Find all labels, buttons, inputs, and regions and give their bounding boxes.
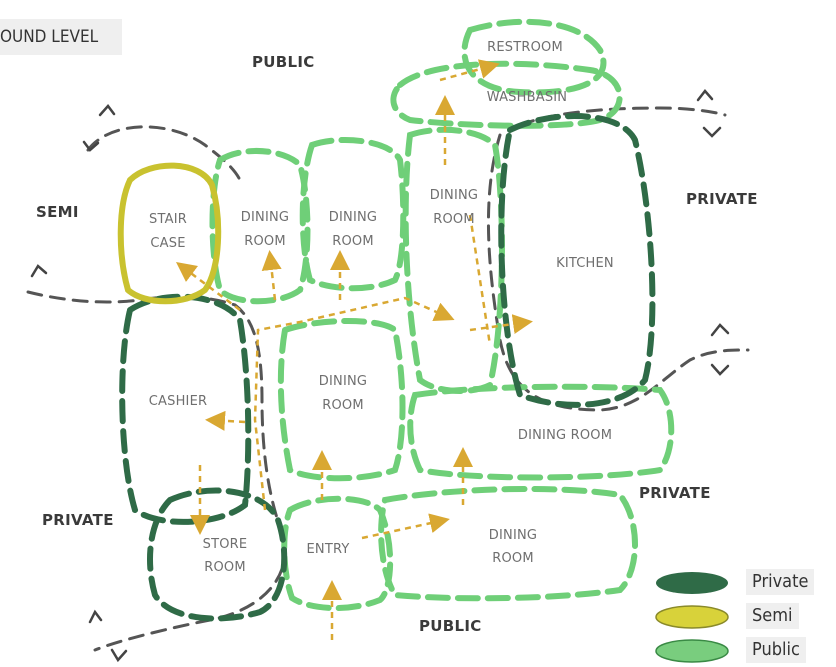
caret-down-icon xyxy=(702,126,722,138)
store-room-bubble xyxy=(147,487,288,622)
room-label-dining-bottom-line1: DINING xyxy=(488,528,538,543)
room-label-kitchen: KITCHEN xyxy=(556,256,614,271)
circulation-path-top-left xyxy=(86,125,242,182)
legend-swatch-private xyxy=(656,572,728,594)
flow-arrow xyxy=(468,214,492,346)
zone-label-public-top: PUBLIC xyxy=(252,53,315,71)
dining-bottom-bubble xyxy=(378,486,638,602)
room-label-store-line2: ROOM xyxy=(204,560,246,575)
flow-arrow xyxy=(469,314,533,334)
room-label-dining2-line1: DINING xyxy=(328,210,378,225)
dining3-bubble xyxy=(402,126,505,394)
room-label-washbasin: WASHBASIN xyxy=(486,90,568,105)
kitchen-bubble xyxy=(498,113,656,408)
room-label-staircase-line1: STAIR xyxy=(149,212,187,227)
cashier-bubble xyxy=(119,293,252,525)
legend-label-private: Private xyxy=(746,569,815,595)
zone-label-semi: SEMI xyxy=(36,203,79,221)
entry-bubble xyxy=(281,495,394,611)
room-label-dining-center-line2: ROOM xyxy=(322,398,364,413)
dining-right-bubble xyxy=(407,383,675,481)
room-label-dining1-line2: ROOM xyxy=(244,234,286,249)
room-label-store-line1: STORE xyxy=(202,537,248,552)
caret-arrows xyxy=(30,89,730,663)
legend-swatch-semi xyxy=(655,605,729,629)
room-label-dining3-line2: ROOM xyxy=(433,212,475,227)
caret-down-icon xyxy=(82,140,100,152)
legend-label-semi: Semi xyxy=(746,603,799,629)
flow-arrow xyxy=(261,250,282,301)
restroom-bubble xyxy=(461,18,607,96)
flow-arrow xyxy=(361,513,450,540)
zone-label-private-left: PRIVATE xyxy=(42,511,114,529)
room-bubbles xyxy=(117,18,675,622)
zone-label-private-mid-right: PRIVATE xyxy=(639,484,711,502)
dining2-bubble xyxy=(299,137,407,292)
legend-swatch-public xyxy=(655,639,729,663)
flow-arrow xyxy=(176,262,241,311)
caret-up-icon xyxy=(88,609,103,624)
caret-up-icon xyxy=(30,264,48,278)
room-label-restroom: RESTROOM xyxy=(487,40,563,55)
caret-down-icon xyxy=(710,363,730,376)
caret-up-icon xyxy=(710,323,730,337)
zone-label-private-right: PRIVATE xyxy=(686,190,758,208)
room-label-dining1-line1: DINING xyxy=(240,210,290,225)
caret-down-icon xyxy=(110,648,128,663)
dining-center-bubble xyxy=(277,318,406,482)
room-label-entry: ENTRY xyxy=(306,542,350,557)
room-label-cashier: CASHIER xyxy=(148,394,208,409)
room-label-dining-bottom-line2: ROOM xyxy=(492,551,534,566)
zone-label-public-bottom: PUBLIC xyxy=(419,617,482,635)
flow-arrow xyxy=(253,296,455,511)
diagram-title: OUND LEVEL xyxy=(0,19,122,55)
flow-arrow xyxy=(205,410,246,431)
legend-label-public: Public xyxy=(746,637,806,663)
caret-up-icon xyxy=(696,89,714,102)
legend-swatches xyxy=(655,572,729,663)
flow-arrows xyxy=(176,59,533,640)
flow-arrow xyxy=(439,59,500,82)
dining1-bubble xyxy=(209,147,311,305)
room-label-dining3-line1: DINING xyxy=(429,188,479,203)
staircase-bubble xyxy=(117,162,222,305)
room-label-staircase-line2: CASE xyxy=(150,236,186,251)
room-label-dining-center-line1: DINING xyxy=(318,374,368,389)
room-label-dining-right: DINING ROOM xyxy=(517,428,613,443)
caret-up-icon xyxy=(98,104,116,117)
room-label-dining2-line2: ROOM xyxy=(332,234,374,249)
